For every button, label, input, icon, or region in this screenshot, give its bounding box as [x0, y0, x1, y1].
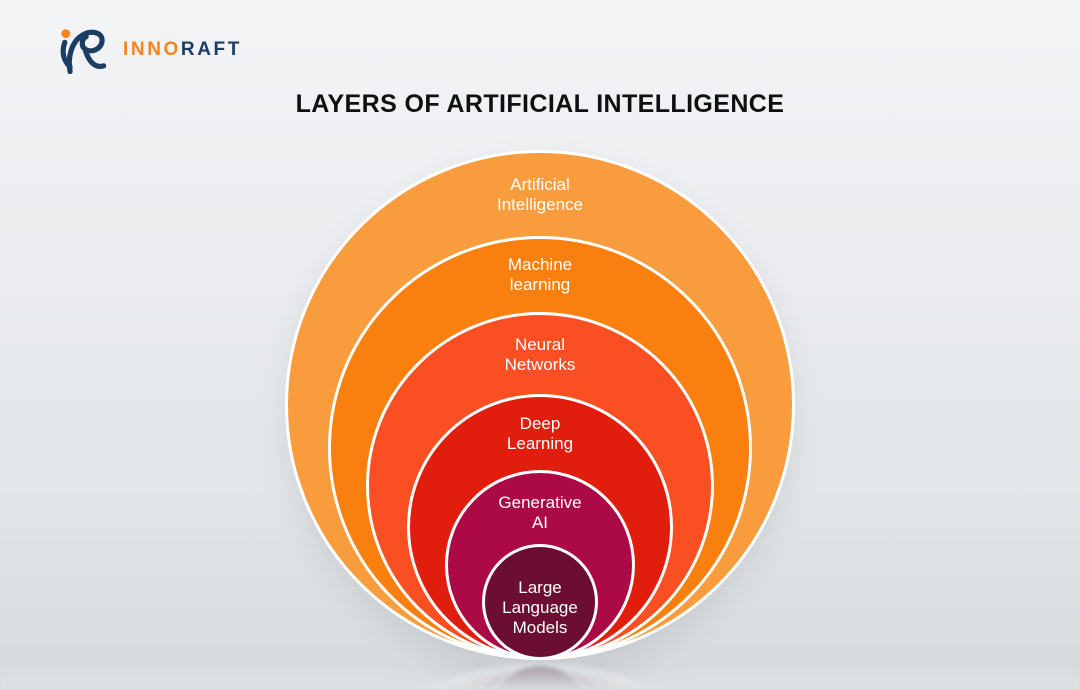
page-title: LAYERS OF ARTIFICIAL INTELLIGENCE: [295, 90, 785, 118]
layer-label: Deep Learning: [506, 414, 574, 453]
brand-name: INNORAFT: [123, 39, 242, 61]
layer-label: Neural Networks: [504, 335, 576, 374]
brand-inno: INNO: [123, 39, 181, 60]
innoraft-swirl-icon: [60, 29, 107, 74]
layer-label: Machine learning: [507, 255, 573, 294]
layer-label: Large Language Models: [502, 578, 578, 637]
layer-label: Artificial Intelligence: [496, 175, 583, 214]
brand-raft: RAFT: [180, 39, 242, 60]
layer-circle-large-language-models: Large Language Models: [482, 544, 598, 660]
innoraft-logo: INNORAFT: [57, 26, 242, 74]
layer-label: Generative AI: [498, 493, 582, 532]
